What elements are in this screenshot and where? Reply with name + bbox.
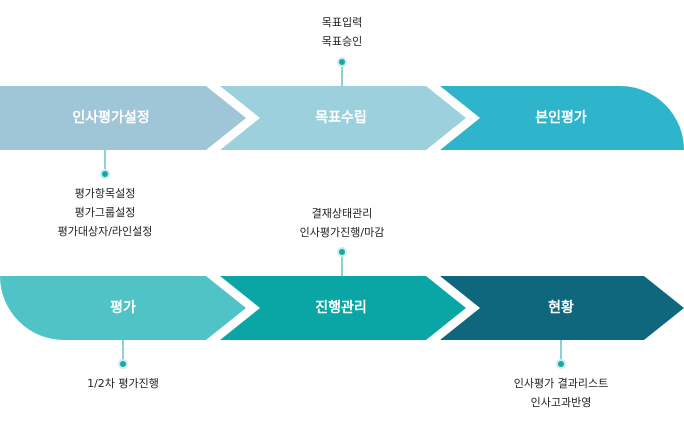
note-goal-line-1: 목표입력 xyxy=(322,16,362,29)
stage-shape-evaluation xyxy=(0,276,246,340)
note-setup-line-2: 평가그룹설정 xyxy=(75,206,136,219)
stage-label-status: 현황 xyxy=(548,299,574,316)
stage-label-self-eval: 본인평가 xyxy=(535,109,587,126)
note-status-line-2: 인사고과반영 xyxy=(531,396,592,409)
stage-label-evaluation: 평가 xyxy=(110,299,136,316)
stage-shape-self-eval xyxy=(440,86,684,150)
connector-dot-evaluation xyxy=(118,359,128,369)
stage-shape-goal xyxy=(220,86,466,150)
stage-shape-status xyxy=(440,276,684,340)
stage-label-setup: 인사평가설정 xyxy=(72,109,149,126)
note-evaluation-line-1: 1/2차 평가진행 xyxy=(87,377,159,390)
note-setup-line-3: 평가대상자/라인설정 xyxy=(58,225,153,238)
stage-shape-progress xyxy=(220,276,466,340)
note-progress-line-1: 결재상태관리 xyxy=(312,207,373,220)
stage-shape-setup xyxy=(0,86,246,150)
note-setup-line-1: 평가항목설정 xyxy=(75,187,136,200)
note-goal-line-2: 목표승인 xyxy=(322,35,362,48)
note-progress-line-2: 인사평가진행/마감 xyxy=(300,226,385,239)
connector-dot-goal xyxy=(337,57,347,67)
stage-label-goal: 목표수립 xyxy=(315,110,367,126)
connector-dot-setup xyxy=(100,169,110,179)
connector-dot-progress xyxy=(337,247,347,257)
stage-label-progress: 진행관리 xyxy=(315,299,367,316)
note-status-line-1: 인사평가 결과리스트 xyxy=(514,377,609,390)
connector-dot-status xyxy=(556,359,566,369)
